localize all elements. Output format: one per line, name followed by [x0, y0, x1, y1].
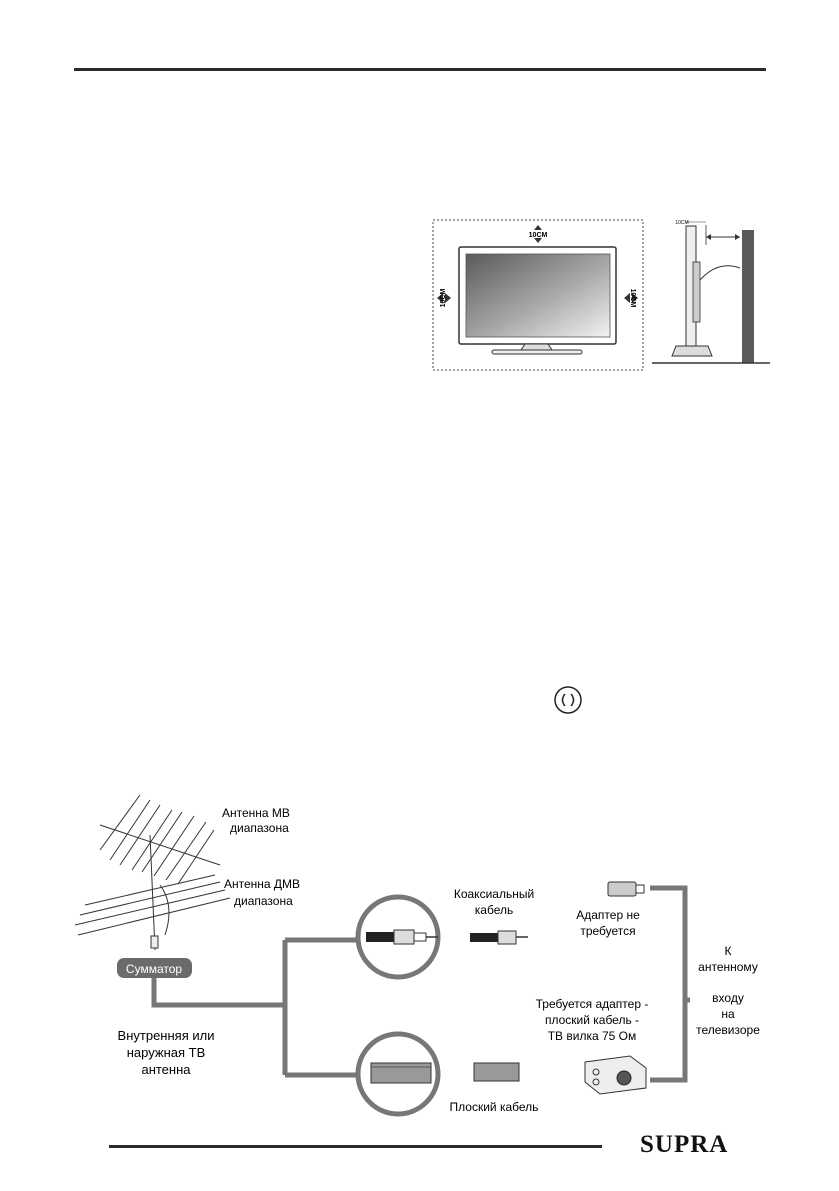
tv-placement-figure: 10CM 10CM 10CM 10CM — [432, 219, 770, 371]
antenna-caption-2: наружная ТВ — [127, 1045, 206, 1060]
vhf-label-2: диапазона — [230, 821, 289, 835]
antenna-illustration — [74, 794, 231, 951]
clearance-arrow-left — [437, 293, 451, 303]
brand-logo: SUPRA — [640, 1131, 729, 1158]
label-top: 10CM — [529, 232, 548, 239]
coax-zoom — [355, 894, 441, 980]
clearance-boundary — [432, 219, 644, 371]
clearance-arrow-top — [534, 225, 542, 243]
tv-input-3: входу — [712, 991, 744, 1005]
no-adapter-1: Адаптер не — [576, 908, 640, 922]
balun-adapter-icon — [584, 1055, 647, 1095]
flat-cable — [473, 1062, 520, 1082]
f-plug-icon — [607, 881, 645, 897]
clearance-arrow-right — [624, 293, 638, 303]
antenna-caption-1: Внутренняя или — [118, 1028, 215, 1043]
tv-input-2: антенному — [698, 960, 758, 974]
tv-input-4: на — [721, 1007, 735, 1021]
coax-label-1: Коаксиальный — [454, 887, 534, 901]
label-side: 10CM — [675, 220, 688, 226]
vhf-label-1: Антенна МВ — [222, 806, 290, 820]
flat-zoom — [355, 1031, 441, 1117]
combiner-box — [117, 958, 192, 978]
tv-input-5: телевизоре — [696, 1023, 760, 1037]
wiring — [151, 885, 690, 1083]
tv-input-1: К — [725, 944, 732, 958]
antenna-connection-diagram: Сумматор Антенна МВ диапазона Антенна ДМ… — [74, 794, 760, 1117]
power-button-icon — [554, 686, 582, 714]
coax-cable — [470, 930, 528, 945]
no-adapter-2: требуется — [580, 924, 635, 938]
tv-side-view — [652, 221, 770, 364]
label-left: 10CM — [440, 289, 447, 308]
tv-front — [458, 246, 617, 355]
footer-rule — [109, 1145, 602, 1148]
flat-label: Плоский кабель — [450, 1100, 539, 1114]
adapter-3: ТВ вилка 75 Ом — [548, 1029, 637, 1043]
header-rule — [74, 68, 766, 71]
adapter-1: Требуется адаптер - — [536, 997, 649, 1011]
uhf-label-2: диапазона — [234, 894, 293, 908]
label-right: 10CM — [629, 289, 636, 308]
antenna-caption-3: антенна — [141, 1062, 191, 1077]
combiner-label: Сумматор — [126, 962, 182, 976]
adapter-2: плоский кабель - — [545, 1013, 639, 1027]
uhf-label-1: Антенна ДМВ — [224, 877, 300, 891]
coax-label-2: кабель — [475, 903, 513, 917]
